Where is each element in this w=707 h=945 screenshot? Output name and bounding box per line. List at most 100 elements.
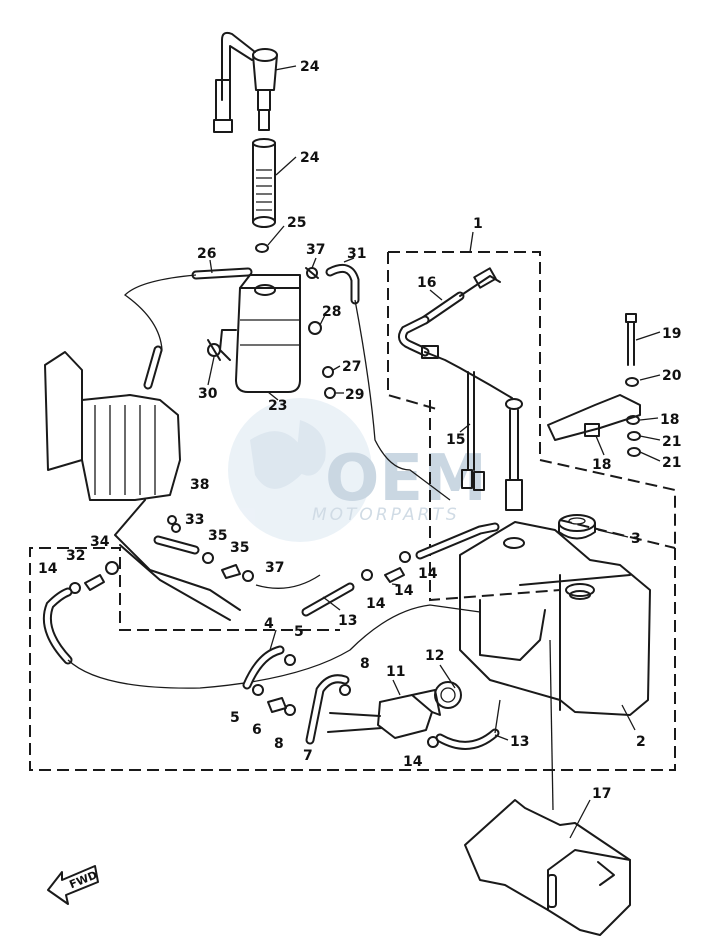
part-32-hose bbox=[325, 263, 451, 501]
callout-21-bottom: 21 bbox=[662, 455, 681, 471]
part-21-washer-top bbox=[625, 377, 639, 387]
callout-6: 6 bbox=[252, 722, 262, 738]
part-22-washer bbox=[627, 431, 641, 441]
callout-38: 38 bbox=[190, 477, 209, 493]
watermark-subtitle: MOTORPARTS bbox=[312, 505, 460, 525]
callout-32: 31 bbox=[347, 246, 366, 262]
part-37-clip-bottom bbox=[242, 570, 254, 582]
part-3-fuel-cap bbox=[558, 514, 596, 540]
part-5-clip-b bbox=[252, 684, 264, 696]
part-25-filter-element bbox=[252, 138, 276, 228]
callout-29: 28 bbox=[322, 304, 341, 320]
part-21-washer-bottom bbox=[627, 447, 641, 457]
callout-19: 18 bbox=[592, 457, 611, 473]
part-6-fitting bbox=[267, 697, 287, 713]
callout-28: 27 bbox=[342, 359, 361, 375]
leader-tank-to-plate bbox=[549, 639, 554, 811]
part-35-clip-b bbox=[202, 552, 214, 564]
callout-36: 35 bbox=[230, 540, 249, 556]
part-34-hose bbox=[153, 535, 200, 555]
part-20-bolt bbox=[625, 313, 637, 366]
part-12-joint bbox=[384, 567, 405, 583]
callout-18: 18 bbox=[660, 412, 679, 428]
part-16-wire-connector bbox=[420, 267, 501, 325]
part-10-filter-cap bbox=[434, 681, 462, 709]
callout-37-top: 37 bbox=[306, 242, 325, 258]
part-38-clips bbox=[167, 515, 181, 533]
part-8-clip-b bbox=[284, 704, 296, 716]
callout-10: 12 bbox=[425, 648, 444, 664]
part-27-hose bbox=[123, 267, 253, 390]
part-7-hose bbox=[305, 674, 350, 745]
dashed-boundary-box-1 bbox=[29, 251, 676, 771]
part-37-clip-top bbox=[305, 267, 319, 279]
callout-8-b: 8 bbox=[274, 736, 284, 752]
part-14-clip-c bbox=[399, 551, 411, 563]
callout-17: 17 bbox=[592, 786, 611, 802]
part-17-mounting-plate bbox=[464, 799, 631, 936]
callout-30: 29 bbox=[345, 387, 364, 403]
callout-21-top: 20 bbox=[662, 368, 682, 384]
part-4-hose bbox=[242, 645, 285, 690]
callout-3: 3 bbox=[631, 531, 641, 547]
callout-26: 25 bbox=[287, 215, 306, 231]
part-30-washer bbox=[324, 387, 336, 399]
callout-20: 19 bbox=[662, 326, 681, 342]
callout-5-a: 5 bbox=[294, 624, 304, 640]
callout-16: 16 bbox=[417, 275, 436, 291]
part-28-nut bbox=[322, 366, 334, 378]
part-11-hose bbox=[435, 699, 501, 750]
part-2-fuel-tank bbox=[459, 521, 651, 716]
callout-2: 2 bbox=[636, 734, 646, 750]
callout-4: 4 bbox=[264, 616, 274, 632]
engine-outline bbox=[44, 351, 241, 621]
callout-35-b: 35 bbox=[208, 528, 227, 544]
callout-14-d: 14 bbox=[403, 754, 423, 770]
callout-35-a: 34 bbox=[90, 534, 110, 550]
callout-31: 30 bbox=[198, 386, 218, 402]
main-fuel-hose bbox=[42, 574, 481, 689]
part-9-fuel-pump bbox=[327, 689, 441, 739]
callout-13: 13 bbox=[338, 613, 357, 629]
part-31-clamp bbox=[207, 339, 221, 361]
part-18-washer bbox=[626, 415, 640, 425]
part-15-harness bbox=[397, 315, 525, 549]
callout-14-c: 14 bbox=[418, 566, 438, 582]
part-35-clip-a bbox=[105, 561, 119, 575]
callout-37-bottom: 37 bbox=[265, 560, 284, 576]
watermark-logo: OEM MOTORPARTS bbox=[228, 398, 487, 542]
callout-25: 24 bbox=[300, 150, 320, 166]
callout-34: 33 bbox=[185, 512, 204, 528]
callout-33: 32 bbox=[66, 548, 85, 564]
callout-9: 11 bbox=[386, 664, 405, 680]
part-13-hose bbox=[301, 522, 500, 617]
part-36-fitting bbox=[221, 564, 241, 579]
fwd-arrow: FWD bbox=[47, 865, 99, 905]
callout-7: 7 bbox=[303, 748, 313, 764]
watermark-brand: OEM bbox=[325, 442, 487, 516]
callout-5-b: 5 bbox=[230, 710, 240, 726]
leader-lines bbox=[207, 65, 661, 839]
part-33-fitting bbox=[84, 574, 105, 591]
callout-27: 26 bbox=[197, 246, 216, 262]
part-5-clip-a bbox=[284, 654, 296, 666]
part-23-reservoir-tank bbox=[219, 274, 301, 393]
part-26-washer bbox=[255, 243, 269, 253]
callout-23: 23 bbox=[268, 398, 287, 414]
callout-11: 13 bbox=[510, 734, 529, 750]
part-24-primer-line bbox=[213, 31, 278, 133]
callout-8-a: 8 bbox=[360, 656, 370, 672]
part-14-clip-d bbox=[427, 736, 439, 748]
part-8-clip-a bbox=[339, 684, 351, 696]
part-29-grommet bbox=[308, 321, 322, 335]
callout-15: 15 bbox=[446, 432, 465, 448]
callout-14-a: 14 bbox=[38, 561, 58, 577]
callout-labels: 24 24 25 26 37 31 28 27 29 30 23 1 16 15… bbox=[38, 59, 682, 802]
callout-14-b: 14 bbox=[366, 596, 386, 612]
part-19-bracket bbox=[547, 394, 641, 441]
callout-12: 14 bbox=[394, 583, 414, 599]
callout-1: 1 bbox=[473, 216, 483, 232]
callout-22: 21 bbox=[662, 434, 681, 450]
callout-24: 24 bbox=[300, 59, 320, 75]
